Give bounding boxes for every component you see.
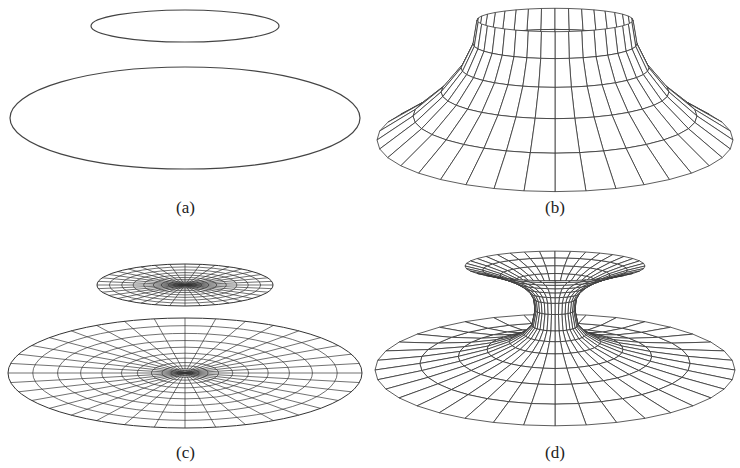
two-disks (8, 264, 362, 428)
tube-surface (377, 8, 733, 191)
panel-label: (b) (545, 198, 565, 218)
panel-label: (d) (545, 443, 565, 463)
panel-label: (a) (176, 198, 195, 218)
panel-label: (c) (176, 443, 195, 463)
wormhole-surface (375, 251, 735, 426)
two-circles (10, 10, 360, 169)
